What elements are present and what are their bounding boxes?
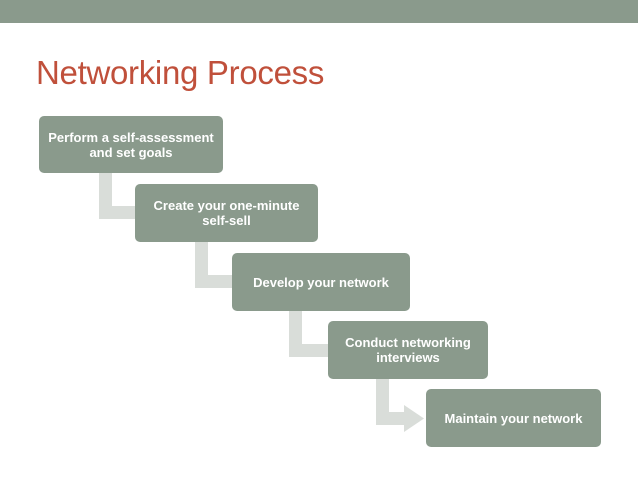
process-step-4: Conduct networking interviews [328, 321, 488, 379]
process-step-1: Perform a self-assessment and set goals [39, 116, 223, 173]
connector-arrow-1 [99, 173, 135, 219]
process-step-5: Maintain your network [426, 389, 601, 447]
top-bar [0, 0, 638, 23]
process-step-3: Develop your network [232, 253, 410, 311]
connector-arrow-2 [195, 242, 232, 288]
connector-arrow-3 [289, 311, 328, 357]
connector-arrow-4 [376, 379, 424, 432]
slide-title: Networking Process [36, 54, 325, 91]
process-step-2: Create your one-minute self-sell [135, 184, 318, 242]
